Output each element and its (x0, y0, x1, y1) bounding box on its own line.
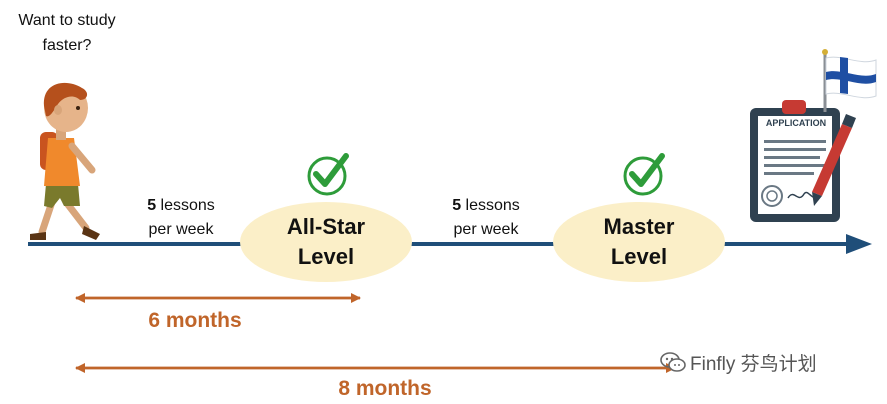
question-line-1: Want to study (2, 8, 132, 33)
question-text: Want to study faster? (2, 8, 132, 58)
wechat-icon (660, 351, 686, 373)
checkmark-icon (309, 156, 346, 194)
level-word: Level (251, 242, 401, 272)
level-name: Master (564, 212, 714, 242)
watermark: Finfly 芬鸟计划 (660, 350, 817, 374)
walking-boy-icon (30, 83, 100, 240)
lessons-label-1: 5 lessons per week (121, 194, 241, 242)
lessons-label-2: 5 lessons per week (426, 194, 546, 242)
lessons-unit: lessons (161, 197, 215, 214)
lessons-count: 5 (452, 197, 461, 214)
watermark-text: Finfly 芬鸟计划 (690, 349, 817, 376)
question-line-2: faster? (2, 33, 132, 58)
duration-label-6-months: 6 months (120, 309, 270, 333)
lessons-count: 5 (147, 197, 156, 214)
lessons-frequency: per week (121, 218, 241, 242)
level-name: All-Star (251, 212, 401, 242)
document-title: APPLICATION (760, 118, 832, 128)
checkmark-icon (625, 156, 662, 194)
level-word: Level (564, 242, 714, 272)
level-label-master: Master Level (564, 212, 714, 272)
lessons-unit: lessons (466, 197, 520, 214)
level-label-allstar: All-Star Level (251, 212, 401, 272)
lessons-frequency: per week (426, 218, 546, 242)
duration-label-8-months: 8 months (305, 377, 465, 401)
finland-flag-icon (822, 49, 876, 112)
